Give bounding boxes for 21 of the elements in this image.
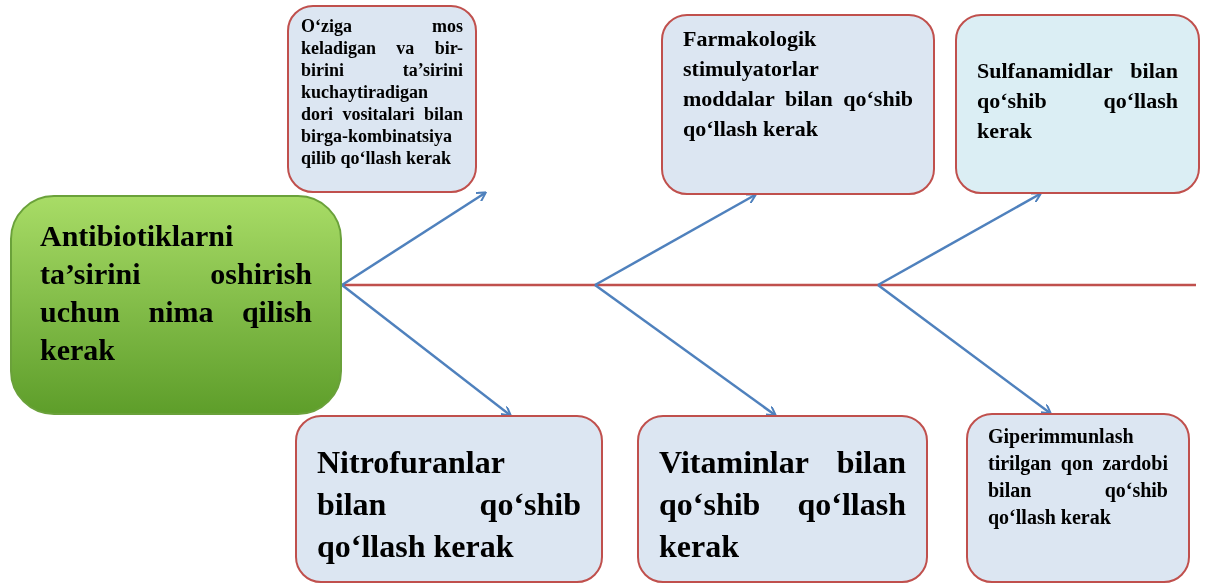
cause-box	[637, 415, 928, 583]
box-text: O‘ziga mos keladigan va bir-birini ta’sirini kuchaytiradigan dori vositalari bilan birga-kombinatsiya qilib qo‘llash kerak	[301, 15, 463, 169]
box-text: Vitaminlar bilan qo‘shib qo‘llash kerak	[659, 443, 906, 566]
arrow	[877, 192, 1042, 287]
arrow	[594, 284, 777, 417]
cause-box	[966, 413, 1190, 583]
box-text: Farmakologik stimulyatorlar moddalar bilan qo‘shib qo‘llash kerak	[683, 25, 913, 143]
spine-line	[342, 283, 1196, 287]
box-text: Nitrofuranlar bilan qo‘shib qo‘llash kerak	[317, 443, 581, 566]
cause-box	[955, 14, 1200, 194]
box-text: Sulfanamidlar bilan qo‘shib qo‘llash kerak	[977, 57, 1178, 145]
cause-box	[287, 5, 477, 193]
topic-box	[10, 195, 342, 415]
arrow	[341, 191, 487, 287]
box-text: Antibiotiklarni ta’sirini oshirish uchun nima qilish kerak	[40, 218, 312, 368]
arrow	[877, 284, 1052, 415]
cause-box	[661, 14, 935, 195]
box-text: Giperimmunlash tirilgan qon zardobi bilan qo‘shib qo‘llash kerak	[988, 424, 1168, 531]
arrow	[594, 193, 757, 287]
arrow	[341, 284, 512, 417]
cause-box	[295, 415, 603, 583]
